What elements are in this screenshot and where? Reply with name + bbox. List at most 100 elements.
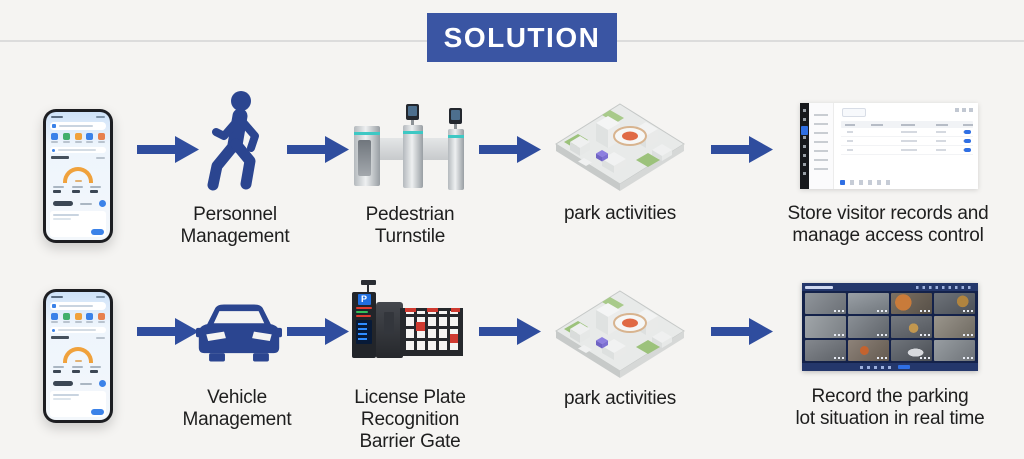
stats-row <box>50 366 106 377</box>
camera-feed <box>934 316 975 338</box>
camera-feed <box>805 316 846 338</box>
parking-sign: P <box>357 294 371 305</box>
lpr-camera-icon <box>361 280 376 293</box>
app-icon <box>51 313 58 323</box>
camera-feed <box>805 293 846 315</box>
park-activities-label: park activities <box>563 388 677 409</box>
fence-red-patch <box>450 334 458 343</box>
led-text-line <box>356 315 371 317</box>
software-menu-column <box>809 103 834 189</box>
smartphone-mockup <box>43 289 113 423</box>
stat-item <box>89 366 104 377</box>
camera-feed <box>934 339 975 361</box>
fence-red-patch <box>451 308 460 312</box>
fence-red-patch <box>405 308 416 312</box>
stats-row <box>50 186 106 197</box>
card-button <box>91 229 104 235</box>
status-bar <box>50 296 106 299</box>
admin-software-graphic <box>800 103 978 189</box>
turnstile-lane <box>378 138 404 160</box>
camera-feed <box>848 316 889 338</box>
app-icon <box>51 133 58 143</box>
stat-item <box>52 186 67 197</box>
card-button <box>91 409 104 415</box>
flow-arrow-icon <box>711 316 773 346</box>
camera-feed <box>805 339 846 361</box>
camera-feed <box>891 293 932 315</box>
app-screen <box>46 292 110 420</box>
app-icon-row <box>50 313 106 324</box>
action-row <box>50 380 106 388</box>
camera-feed <box>891 339 932 361</box>
app-icon <box>74 133 82 143</box>
led-text-line <box>356 307 372 309</box>
stat-item <box>52 366 67 377</box>
action-pill <box>53 201 73 206</box>
personnel-management-label: Personnel Management <box>180 204 290 247</box>
app-icon-row <box>50 133 106 144</box>
bottom-card <box>50 211 106 237</box>
flow-arrow-icon <box>711 134 773 164</box>
flow-arrow-icon <box>287 316 349 346</box>
led-text-line <box>356 311 368 313</box>
app-icon <box>62 133 70 143</box>
turnstile-pillar <box>448 129 464 190</box>
active-nav-item <box>801 126 808 135</box>
plate-display-screen <box>356 320 372 344</box>
camera-feed <box>848 293 889 315</box>
search-bar <box>50 122 106 130</box>
face-recognition-screen <box>406 104 419 125</box>
status-bar <box>50 116 106 119</box>
face-recognition-screen <box>449 108 462 129</box>
app-icon <box>98 313 105 323</box>
notice-bar <box>50 327 106 333</box>
solution-banner: SOLUTION <box>427 13 617 62</box>
section-header <box>50 336 106 340</box>
gauge-widget <box>50 163 106 183</box>
flow-arrow-icon <box>137 316 199 346</box>
flow-arrow-icon <box>287 134 349 164</box>
park-activities-label: park activities <box>563 203 677 224</box>
pedestrian-turnstile-label: Pedestrian Turnstile <box>365 204 455 247</box>
toolbar-button <box>842 108 866 117</box>
action-row <box>50 200 106 208</box>
table-row <box>841 146 973 155</box>
gauge-arc <box>63 167 93 183</box>
barrier-gate-label: License Plate Recognition Barrier Gate <box>354 387 466 452</box>
video-wall-titlebar <box>802 283 978 291</box>
visitor-records-label: Store visitor records and manage access … <box>787 203 989 246</box>
stat-item <box>71 186 86 197</box>
records-table <box>841 121 973 155</box>
section-header <box>50 156 106 160</box>
action-pill <box>53 381 73 386</box>
software-content <box>834 103 978 189</box>
fence-red-patch <box>416 322 425 331</box>
app-icon <box>86 313 94 323</box>
user-area <box>955 108 973 112</box>
notice-bar <box>50 147 106 153</box>
app-icon <box>98 133 105 143</box>
fence-red-patch <box>427 308 438 312</box>
flow-arrow-icon <box>137 134 199 164</box>
video-wall-controls <box>802 363 978 371</box>
table-row <box>841 137 973 146</box>
table-row <box>841 128 973 137</box>
app-icon <box>74 313 82 323</box>
turnstile-lane <box>420 138 450 160</box>
barrier-machine <box>376 302 403 358</box>
floating-button <box>99 380 106 387</box>
solution-title: SOLUTION <box>443 21 601 53</box>
camera-feed <box>848 339 889 361</box>
car-icon <box>196 302 282 365</box>
gauge-arc <box>63 347 93 363</box>
video-wall-graphic <box>802 283 978 371</box>
app-icon <box>86 133 94 143</box>
software-sidebar <box>800 103 809 189</box>
camera-feed <box>891 316 932 338</box>
camera-grid <box>802 291 978 363</box>
lpr-display-pillar: P <box>352 292 376 358</box>
pagination <box>840 179 891 185</box>
parking-recording-label: Record the parking lot situation in real… <box>795 386 985 429</box>
app-icon <box>62 313 70 323</box>
